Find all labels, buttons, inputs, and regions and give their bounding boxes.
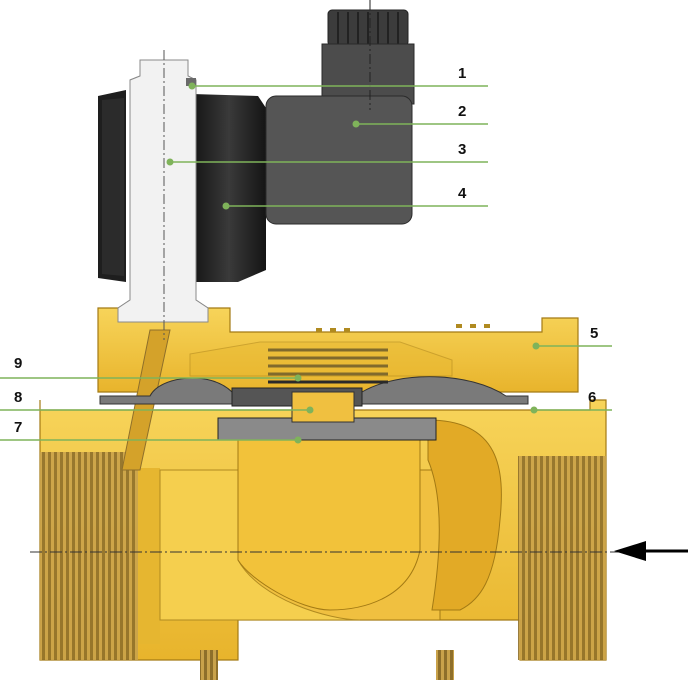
bonnet-bolt-marks bbox=[316, 324, 490, 332]
center-core bbox=[291, 391, 355, 423]
leader-dots bbox=[166, 82, 540, 444]
callout-numbers: 1 2 3 4 5 6 7 8 9 bbox=[14, 65, 598, 436]
coil-housing-right bbox=[192, 94, 266, 282]
bottom-screw-right bbox=[436, 650, 454, 680]
outlet-thread-right bbox=[518, 456, 606, 660]
internal-passage-outlet bbox=[427, 419, 502, 611]
electrical-connector bbox=[265, 0, 415, 225]
callout-4: 4 bbox=[458, 185, 467, 202]
bottom-screw-left bbox=[200, 650, 218, 680]
internal-chamber-center bbox=[237, 419, 421, 611]
callout-9: 9 bbox=[14, 355, 22, 372]
callout-2: 2 bbox=[458, 103, 466, 120]
callout-6: 6 bbox=[588, 389, 596, 406]
main-spring bbox=[268, 348, 388, 384]
solenoid-coil-assembly bbox=[98, 50, 266, 340]
callout-8: 8 bbox=[14, 389, 22, 406]
callout-3: 3 bbox=[458, 141, 466, 158]
spring-chamber bbox=[189, 341, 453, 377]
connector-cap-ribs bbox=[337, 12, 399, 44]
inlet-bore-left bbox=[138, 468, 160, 644]
callout-7: 7 bbox=[14, 419, 22, 436]
coil-winding-left bbox=[102, 98, 124, 276]
armature-tube-body bbox=[117, 59, 209, 323]
callout-5: 5 bbox=[590, 325, 598, 342]
diaphragm-assembly bbox=[99, 376, 529, 407]
leader-lines bbox=[0, 85, 612, 441]
connector-stem bbox=[321, 43, 415, 105]
tube-ring bbox=[186, 78, 196, 86]
valve-body bbox=[39, 307, 607, 680]
connector-body bbox=[265, 95, 413, 225]
inlet-thread-left bbox=[40, 452, 138, 660]
flow-direction-arrow bbox=[614, 541, 688, 561]
callout-1: 1 bbox=[458, 65, 466, 82]
